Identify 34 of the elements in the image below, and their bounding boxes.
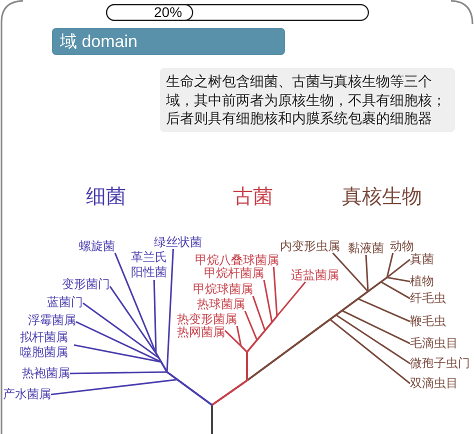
taxon-label: 甲烷球菌属 xyxy=(193,283,253,296)
heading-text: 域 domain xyxy=(60,32,138,51)
taxon-label: 微孢子虫门 xyxy=(410,357,470,370)
taxon-label: 螺旋菌 xyxy=(79,240,115,253)
taxon-label: 热球菌属 xyxy=(197,298,245,311)
taxon-label: 适盐菌属 xyxy=(291,269,339,282)
domain-heading: 真核生物 xyxy=(342,186,422,208)
taxon-label: 甲烷八叠球菌属 xyxy=(195,254,279,267)
taxon-label: 热网菌属 xyxy=(177,326,225,339)
taxon-label: 双滴虫目 xyxy=(410,377,458,390)
taxon-label: 热变形菌属 xyxy=(177,313,237,326)
taxon-label: 变形菌门 xyxy=(62,278,110,291)
taxon-label: 甲烷杆菌属 xyxy=(204,267,264,280)
taxon-label: 黏液菌 xyxy=(348,242,384,255)
taxon-label: 热袍菌属 xyxy=(22,367,70,380)
taxon-label: 毛滴虫目 xyxy=(410,337,458,350)
taxon-label: 浮霉菌属 xyxy=(28,314,76,327)
tree-branch xyxy=(212,266,278,406)
progress-percent: 20% xyxy=(154,5,182,20)
taxon-label: 鞭毛虫 xyxy=(410,315,446,328)
taxon-label: 动物 xyxy=(390,240,414,253)
taxon-label: 真菌 xyxy=(410,253,434,266)
taxon-label: 纤毛虫 xyxy=(410,292,446,305)
tree-branch xyxy=(114,252,212,406)
taxon-label: 绿丝状菌 xyxy=(154,236,202,249)
domain-heading: 细菌 xyxy=(86,186,126,208)
description-text: 生命之树包含细菌、古菌与真核生物等三个域，其中前两者为原核生物，不具有细胞核；后者则具有细胞核和内膜系统包裹的细胞器 xyxy=(166,72,447,128)
taxon-label: 拟杆菌属噬胞菌属 xyxy=(20,330,74,360)
taxon-label: 植物 xyxy=(410,275,434,288)
taxon-label: 革兰氏阳性菌 xyxy=(131,250,173,280)
taxon-label: 产水菌属 xyxy=(3,388,51,401)
taxon-label: 蓝菌门 xyxy=(47,296,83,309)
taxon-label: 内变形虫属 xyxy=(280,240,340,253)
domain-heading: 古菌 xyxy=(233,186,273,208)
